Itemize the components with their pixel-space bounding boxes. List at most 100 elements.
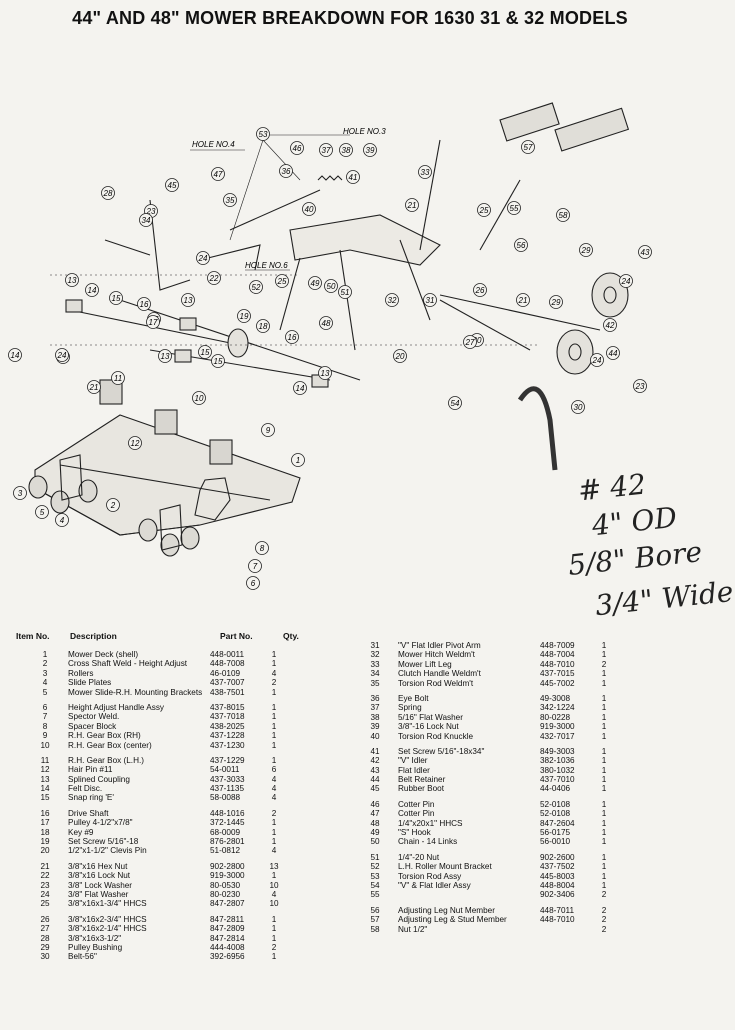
callout-circle [549,295,563,309]
item-number: 8 [42,721,48,731]
callout-number: 51 [341,288,350,297]
item-description: Pulley Bushing [68,942,123,952]
callout-circle [633,379,647,393]
callout-number: 1 [296,456,300,465]
callout-number: 8 [260,544,265,553]
callout-number: 27 [465,338,475,347]
quantity: 1 [271,933,277,943]
item-description: Felt Disc. [68,784,103,794]
quantity: 1 [601,693,607,703]
quantity: 1 [601,703,607,713]
item-description: Eye Bolt [398,693,429,703]
part-number: 847-2811 [210,914,244,924]
item-description: 3/8"-16 Lock Nut [398,722,459,732]
callout-number: 24 [57,351,67,360]
callout-circle [514,238,528,252]
callout-circle [338,285,352,299]
callout-circle [606,346,620,360]
callout-number: 13 [68,276,77,285]
quantity: 1 [601,746,607,756]
callout-number: 24 [198,254,208,263]
callout-circle [249,280,263,294]
part-number: 847-2814 [210,933,245,943]
part-number: 445-7002 [540,678,575,688]
part-number: 437-1230 [210,740,245,750]
item-number: 19 [40,837,50,847]
part-number: 438-7501 [210,687,245,697]
quantity: 6 [271,765,277,775]
callout-circle [324,279,338,293]
quantity: 1 [601,880,607,890]
item-description: Mower Deck (shell) [68,650,139,659]
part-number: 448-7010 [540,915,575,925]
quantity: 4 [271,774,277,784]
callout-number: 13 [161,352,170,361]
callout-circle [275,274,289,288]
callout-number: 5 [40,508,45,517]
callout-number: 13 [184,296,193,305]
callout-circle [319,316,333,330]
callout-circle [248,559,262,573]
item-number: 53 [370,871,380,881]
item-description: Rubber Boot [398,784,444,794]
item-description: Torsion Rod Weldm't [398,678,474,688]
item-number: 22 [40,871,50,881]
callout-number: 57 [524,143,533,152]
item-number: 1 [42,650,48,659]
item-description: Adjusting Leg Nut Member [398,905,495,915]
callout-circle [603,318,617,332]
callout-number: 17 [149,318,158,327]
item-description: Cotter Pin [398,809,435,819]
quantity: 1 [601,852,607,862]
quantity: 1 [271,818,277,828]
part-number: 54-0011 [210,765,240,775]
item-number: 20 [40,846,50,856]
callout-number: 39 [366,146,375,155]
callout-circle [302,202,316,216]
callout-circle [196,251,210,265]
part-number: 437-8015 [210,702,245,712]
callout-circle [111,371,125,385]
item-description: Slide Plates [68,678,112,688]
part-number: 380-1032 [540,765,575,775]
header-description: Description [70,631,117,641]
part-number: 437-7018 [210,712,245,722]
callout-number: 31 [426,296,435,305]
part-number: 437-7010 [540,775,575,785]
part-number: 51-0812 [210,846,241,856]
item-number: 5 [42,687,48,697]
quantity: 13 [269,861,279,871]
callout-circle [139,213,153,227]
callout-number: 21 [518,296,528,305]
callout-number: 9 [266,426,271,435]
callout-circle [385,293,399,307]
callout-circle [55,348,69,362]
item-description: "V" & Flat Idler Assy [398,880,471,890]
callout-circle [473,283,487,297]
callout-number: 40 [305,205,314,214]
callout-number: 21 [89,383,99,392]
callout-circle [256,319,270,333]
callout-number: 34 [142,216,151,225]
